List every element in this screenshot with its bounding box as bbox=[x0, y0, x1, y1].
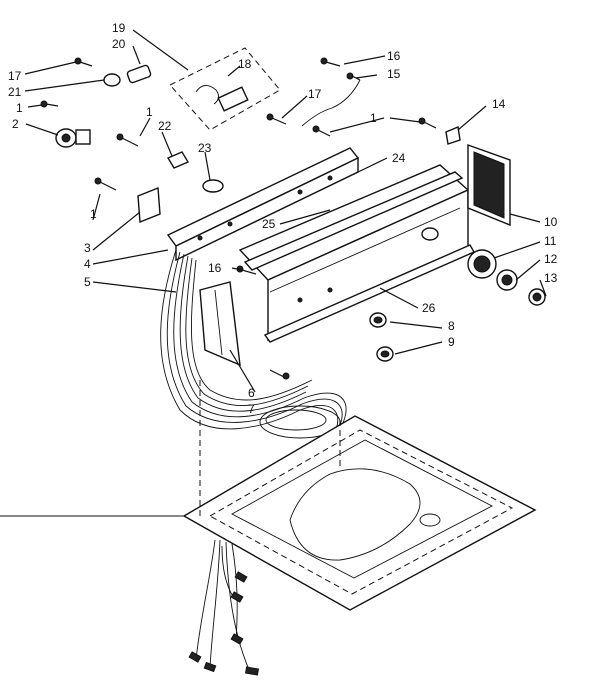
control-bracket bbox=[166, 147, 360, 262]
callout-11: 11 bbox=[544, 234, 557, 248]
callout-1-lower: 1 bbox=[90, 207, 97, 221]
panel-hole bbox=[421, 227, 439, 241]
callout-5: 5 bbox=[84, 275, 91, 289]
small-knobs bbox=[369, 312, 394, 362]
callout-numbers: 19 20 18 17 21 1 2 1 22 23 17 16 15 1 14… bbox=[8, 21, 558, 416]
push-switch bbox=[103, 64, 152, 87]
clip-parts bbox=[166, 151, 224, 193]
callout-1-left-top: 1 bbox=[16, 101, 23, 115]
callout-13: 13 bbox=[544, 271, 558, 285]
callout-16-lower: 16 bbox=[208, 261, 222, 275]
callout-10: 10 bbox=[544, 215, 558, 229]
leader-lines bbox=[24, 29, 547, 393]
cabinet-top bbox=[0, 380, 537, 611]
callout-14: 14 bbox=[492, 97, 506, 111]
callout-22: 22 bbox=[158, 119, 172, 133]
callout-2: 2 bbox=[12, 117, 19, 131]
callout-4: 4 bbox=[84, 257, 91, 271]
callout-1-right: 1 bbox=[370, 111, 377, 125]
end-cap bbox=[467, 144, 511, 227]
callout-17-left: 17 bbox=[8, 69, 22, 83]
timer-switch bbox=[55, 128, 161, 224]
wire-harness bbox=[160, 249, 347, 441]
callout-7: 7 bbox=[248, 402, 255, 416]
callout-19: 19 bbox=[112, 21, 126, 35]
callout-17-right: 17 bbox=[308, 87, 322, 101]
callout-9: 9 bbox=[448, 335, 455, 349]
side-panel bbox=[199, 281, 241, 367]
callout-16-top: 16 bbox=[387, 49, 401, 63]
callout-26: 26 bbox=[422, 301, 436, 315]
callout-8: 8 bbox=[448, 319, 455, 333]
callout-18: 18 bbox=[238, 57, 252, 71]
callout-23: 23 bbox=[198, 141, 212, 155]
screws bbox=[40, 57, 461, 380]
trim-strip bbox=[243, 171, 464, 271]
callout-24: 24 bbox=[392, 151, 406, 165]
callout-20: 20 bbox=[112, 37, 126, 51]
terminal-wires bbox=[188, 539, 260, 676]
harness-bracket bbox=[169, 47, 281, 131]
knob-assembly bbox=[467, 249, 546, 306]
callout-3: 3 bbox=[84, 241, 91, 255]
callout-12: 12 bbox=[544, 252, 558, 266]
callout-15: 15 bbox=[387, 67, 401, 81]
callout-1-mid: 1 bbox=[146, 105, 153, 119]
callout-6: 6 bbox=[248, 386, 255, 400]
callout-21: 21 bbox=[8, 85, 22, 99]
callout-25: 25 bbox=[262, 217, 276, 231]
